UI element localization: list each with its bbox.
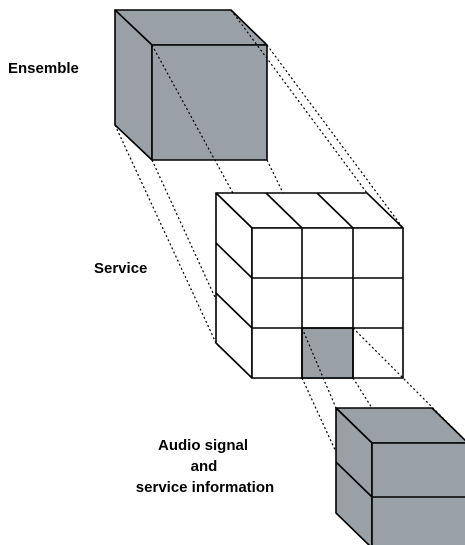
selected-subchannel — [301, 327, 354, 379]
service-label: Service — [94, 260, 147, 277]
audio-label-line2: and — [191, 458, 218, 475]
service-cube — [215, 192, 404, 379]
audio-cube-side — [335, 407, 373, 545]
audio-cube — [335, 407, 465, 545]
audio-cube-front — [371, 442, 465, 545]
audio-label-line1: Audio signal — [158, 437, 248, 454]
audio-label-line3: service information — [136, 479, 274, 496]
ensemble-cube — [114, 9, 268, 161]
ensemble-label: Ensemble — [8, 60, 79, 77]
ensemble-cube-front — [151, 44, 268, 161]
